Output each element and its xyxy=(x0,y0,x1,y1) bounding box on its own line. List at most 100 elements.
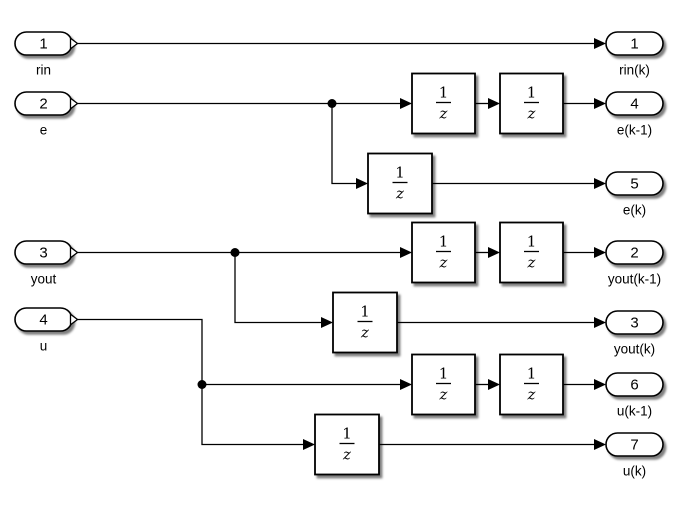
outport-ek-label: e(k) xyxy=(623,203,646,218)
wire-arrowhead xyxy=(594,178,606,189)
unit-delay-block-youtk[interactable]: 1 z xyxy=(332,291,398,354)
inport-number: 4 xyxy=(39,312,47,329)
fraction-denominator: z xyxy=(439,386,448,404)
unit-delay-block-u-1[interactable]: 1 z xyxy=(411,353,476,416)
outport-shape[interactable] xyxy=(605,171,664,196)
outport-rink[interactable]: 1 xyxy=(605,31,664,56)
wire-yout-delay1-to-delay2[interactable] xyxy=(475,247,500,258)
output-nub xyxy=(69,245,79,260)
wire-arrowhead xyxy=(356,178,368,189)
output-nub xyxy=(69,312,79,327)
wire-yout-delay2-to-out[interactable] xyxy=(563,247,606,258)
wire-uk-delay-to-out[interactable] xyxy=(379,439,606,450)
outport-number: 7 xyxy=(630,437,638,454)
outport-number: 5 xyxy=(630,176,638,193)
wire-u-delay1-to-delay2[interactable] xyxy=(475,379,500,390)
block-body[interactable] xyxy=(411,353,476,416)
inport-e[interactable]: 2 xyxy=(14,91,79,116)
unit-delay-block-yout-1[interactable]: 1 z xyxy=(411,221,476,284)
wire-segment[interactable] xyxy=(77,318,203,385)
inport-rin-label: rin xyxy=(36,63,51,78)
fraction-denominator: z xyxy=(527,254,536,272)
wire-e-to-delay1[interactable] xyxy=(77,98,412,109)
outport-shape[interactable] xyxy=(605,240,664,265)
wire-arrowhead xyxy=(488,247,500,258)
wire-ek-delay-to-out[interactable] xyxy=(432,178,606,189)
outport-ek1[interactable]: 4 xyxy=(605,91,664,116)
wire-arrowhead xyxy=(488,379,500,390)
wire-youtk-delay-to-out[interactable] xyxy=(397,317,606,328)
outport-uk1[interactable]: 6 xyxy=(605,372,664,397)
outport-ek[interactable]: 5 xyxy=(605,171,664,196)
wire-u-branch-to-uk-delay[interactable] xyxy=(201,384,315,451)
block-body[interactable] xyxy=(499,353,564,416)
fraction-denominator: z xyxy=(439,105,448,123)
unit-delay-block-uk[interactable]: 1 z xyxy=(314,413,380,476)
wire-segment[interactable] xyxy=(331,103,357,185)
outport-number: 3 xyxy=(630,315,638,332)
fraction-numerator: 1 xyxy=(527,84,537,102)
unit-delay-block-e-1[interactable]: 1 z xyxy=(411,72,476,135)
outport-shape[interactable] xyxy=(605,310,664,335)
wire-arrowhead xyxy=(594,98,606,109)
wire-yout-to-delay1[interactable] xyxy=(77,247,412,258)
wire-u-to-delay1[interactable] xyxy=(202,379,412,390)
outport-shape[interactable] xyxy=(605,91,664,116)
block-body[interactable] xyxy=(367,152,433,215)
inport-e-label: e xyxy=(40,123,48,138)
wire-arrowhead xyxy=(321,317,333,328)
unit-delay-block-u-2[interactable]: 1 z xyxy=(499,353,564,416)
outport-uk1-label: u(k-1) xyxy=(617,404,652,419)
wire-arrowhead xyxy=(400,247,412,258)
block-body[interactable] xyxy=(314,413,380,476)
wire-arrowhead xyxy=(594,38,606,49)
block-body[interactable] xyxy=(499,72,564,135)
wire-e-delay2-to-out[interactable] xyxy=(563,98,606,109)
block-body[interactable] xyxy=(411,72,476,135)
outport-youtk1[interactable]: 2 xyxy=(605,240,664,265)
wire-arrowhead xyxy=(400,98,412,109)
wire-yout-branch-to-youtk-delay[interactable] xyxy=(234,252,333,329)
inport-rin[interactable]: 1 xyxy=(14,31,79,56)
outport-ek1-label: e(k-1) xyxy=(617,123,652,138)
wire-u-main[interactable] xyxy=(77,318,207,390)
wire-rin-to-out[interactable] xyxy=(77,38,606,49)
fraction-denominator: z xyxy=(395,185,404,203)
outport-youtk-label: yout(k) xyxy=(614,342,655,357)
unit-delay-block-ek[interactable]: 1 z xyxy=(367,152,433,215)
unit-delay-block-yout-2[interactable]: 1 z xyxy=(499,221,564,284)
wire-arrowhead xyxy=(594,379,606,390)
wire-u-delay2-to-out[interactable] xyxy=(563,379,606,390)
block-body[interactable] xyxy=(411,221,476,284)
outport-number: 6 xyxy=(630,377,638,394)
outport-number: 2 xyxy=(630,245,638,262)
wire-arrowhead xyxy=(400,379,412,390)
wire-arrowhead xyxy=(594,439,606,450)
wire-segment[interactable] xyxy=(201,384,304,446)
wire-arrowhead xyxy=(594,317,606,328)
outport-shape[interactable] xyxy=(605,31,664,56)
wire-segment[interactable] xyxy=(234,252,322,324)
wire-e-branch-to-ek-delay[interactable] xyxy=(331,103,368,190)
wire-arrowhead xyxy=(303,439,315,450)
output-nub xyxy=(69,96,79,111)
fraction-numerator: 1 xyxy=(360,303,370,321)
unit-delay-block-e-2[interactable]: 1 z xyxy=(499,72,564,135)
outport-shape[interactable] xyxy=(605,372,664,397)
fraction-numerator: 1 xyxy=(395,164,405,182)
wire-e-delay1-to-delay2[interactable] xyxy=(475,98,500,109)
outport-youtk[interactable]: 3 xyxy=(605,310,664,335)
inport-u[interactable]: 4 xyxy=(14,307,79,332)
outport-number: 4 xyxy=(630,96,638,113)
fraction-numerator: 1 xyxy=(527,365,537,383)
block-body[interactable] xyxy=(499,221,564,284)
inport-yout-label: yout xyxy=(31,272,57,287)
block-body[interactable] xyxy=(332,291,398,354)
fraction-numerator: 1 xyxy=(439,365,449,383)
inport-yout[interactable]: 3 xyxy=(14,240,79,265)
inport-number: 2 xyxy=(39,96,47,113)
outport-uk[interactable]: 7 xyxy=(605,432,664,457)
outport-shape[interactable] xyxy=(605,432,664,457)
output-nub xyxy=(69,36,79,51)
wire-arrowhead xyxy=(594,247,606,258)
